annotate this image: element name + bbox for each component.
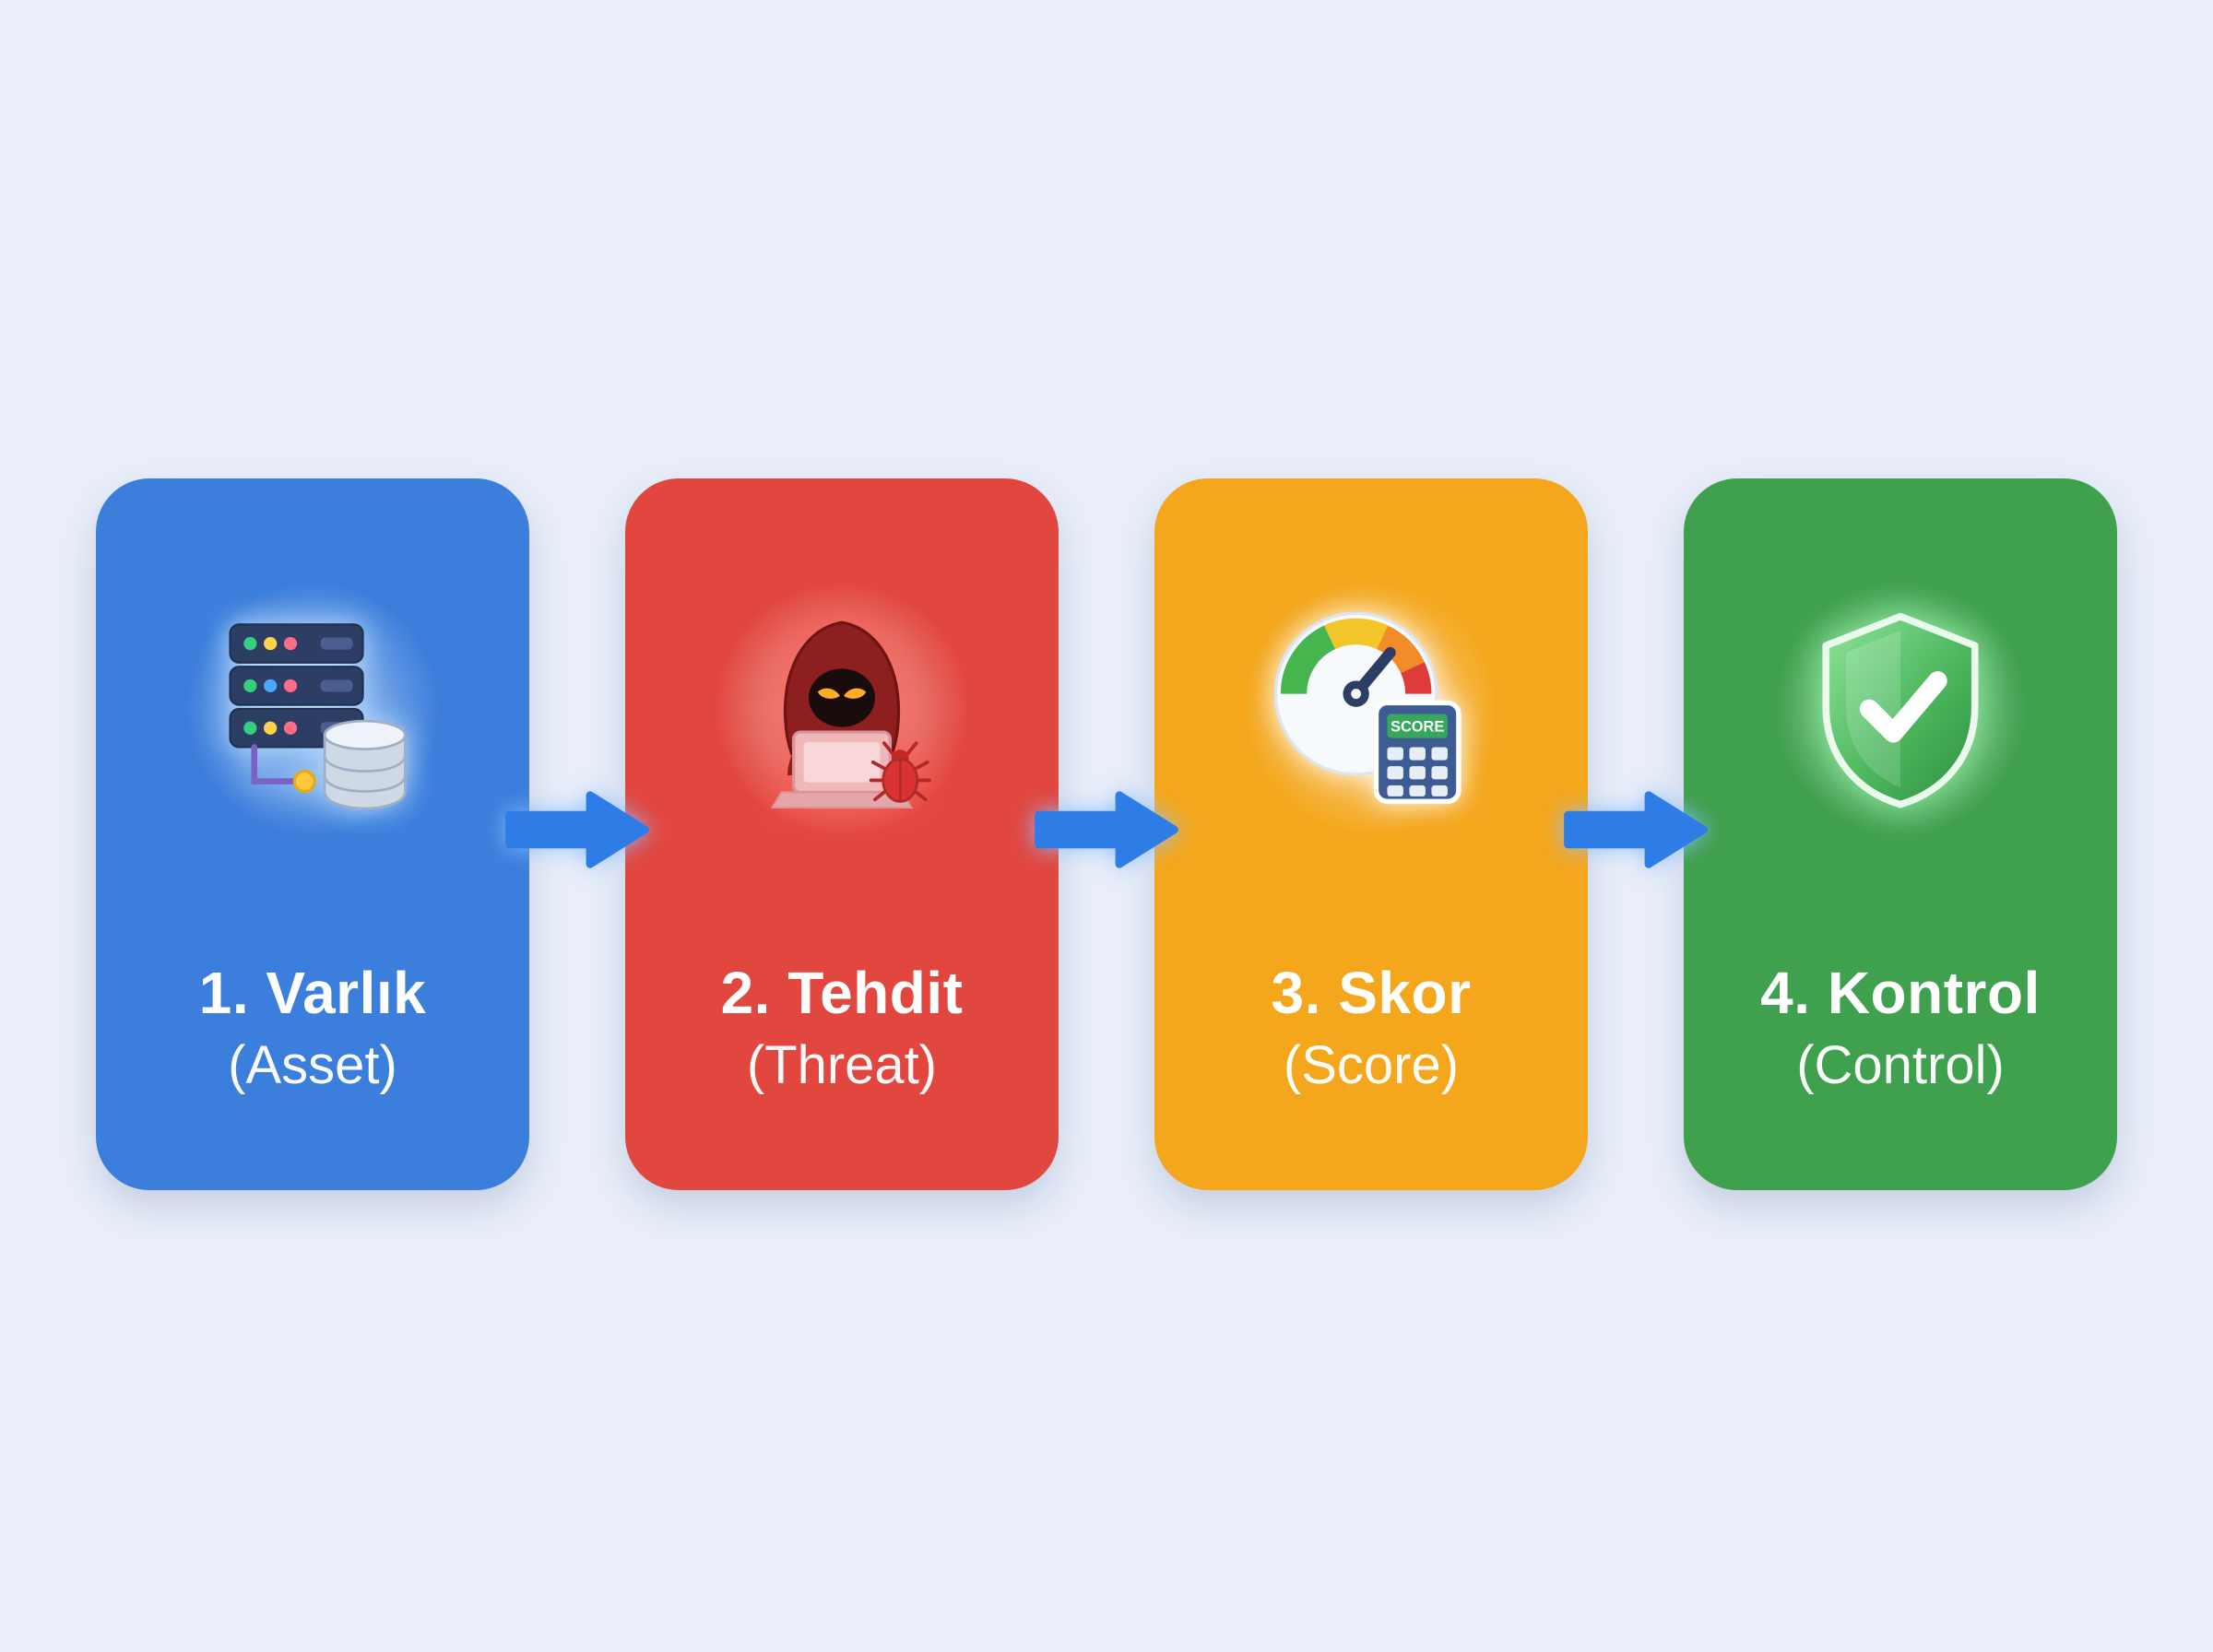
step-title: 1. Varlık (198, 960, 427, 1026)
arrow-right-icon (1564, 791, 1708, 868)
control-text-block: 4. Kontrol (Control) (1760, 956, 2041, 1100)
score-icon-wrap: SCORE (1233, 571, 1509, 847)
asset-text-block: 1. Varlık (Asset) (199, 956, 426, 1100)
step-card-score: SCORE (1154, 478, 1588, 1190)
bug-icon (869, 741, 931, 803)
calculator-icon: SCORE (1373, 700, 1462, 805)
laptop-icon (770, 730, 914, 808)
step-title: 4. Kontrol (1760, 960, 2041, 1026)
server-rack-icon (229, 623, 364, 749)
arrow-right-icon (505, 791, 649, 868)
hacker-eye-right (844, 688, 867, 699)
flow-arrow-1 (505, 791, 649, 868)
step-subtitle: (Threat) (746, 1034, 938, 1095)
hacker-laptop-bug-icon (770, 620, 931, 808)
control-icon-wrap (1762, 571, 2039, 847)
step-subtitle: (Asset) (228, 1034, 397, 1095)
checkmark-icon (1859, 671, 1947, 743)
network-link-icon (251, 744, 316, 794)
threat-text-block: 2. Tehdit (Threat) (721, 956, 964, 1100)
step-card-threat: 2. Tehdit (Threat) (625, 478, 1059, 1190)
database-icon (323, 719, 407, 810)
server-database-icon (229, 623, 407, 810)
process-flow: 1. Varlık (Asset) (96, 478, 2117, 1190)
shield-check-icon (1822, 612, 1979, 808)
hacker-eye-left (817, 688, 840, 699)
score-text-block: 3. Skor (Score) (1272, 956, 1472, 1100)
step-card-control: 4. Kontrol (Control) (1684, 478, 2117, 1190)
threat-icon-wrap (704, 571, 980, 847)
flow-arrow-3 (1564, 791, 1708, 868)
step-subtitle: (Score) (1283, 1034, 1460, 1095)
step-subtitle: (Control) (1796, 1034, 2005, 1095)
calculator-score-label: SCORE (1391, 719, 1444, 736)
step-title: 3. Skor (1271, 960, 1472, 1026)
flow-arrow-2 (1035, 791, 1178, 868)
gauge-calculator-icon: SCORE (1273, 611, 1462, 805)
step-card-asset: 1. Varlık (Asset) (96, 478, 529, 1190)
arrow-right-icon (1035, 791, 1178, 868)
calculator-buttons (1387, 747, 1448, 796)
step-title: 2. Tehdit (720, 960, 964, 1026)
asset-icon-wrap (174, 571, 451, 847)
